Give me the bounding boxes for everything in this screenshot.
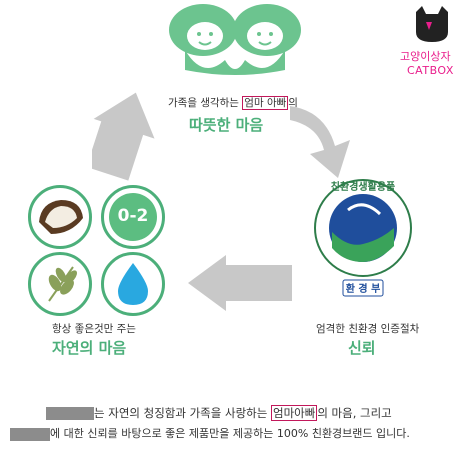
logo-name-english: CATBOX — [407, 64, 454, 77]
arrow-left-up-icon — [92, 92, 155, 181]
twin-babies-icon — [169, 4, 301, 75]
seal-top-text: 친환경생활용품 — [331, 180, 395, 193]
water-drop-icon — [101, 252, 165, 316]
redacted-brand-name-2 — [10, 427, 50, 441]
bottom-line1-highlight: 엄마아빠 — [270, 405, 318, 421]
bottom-line1-b: 의 마음, 그리고 — [317, 406, 392, 420]
badge-text: 0-2 — [117, 206, 149, 226]
top-caption-prefix: 가족을 생각하는 — [168, 97, 243, 109]
badge-fill — [109, 193, 157, 241]
logo-name-korean: 고양이상자 — [400, 50, 451, 63]
left-title: 자연의 마음 — [52, 339, 127, 357]
age-0-2-badge-icon: 0-2 — [101, 185, 165, 249]
bottom-line1-a: 는 자연의 청징함과 가족을 사랑하는 — [94, 406, 271, 420]
arrow-top-right-icon — [290, 106, 350, 178]
right-title: 신뢰 — [348, 339, 376, 357]
eco-certification-seal-icon: 친환경생활용품 환 경 부 — [314, 179, 412, 297]
cat-face-icon — [416, 6, 448, 42]
top-caption-highlight: 엄마 아빠 — [242, 96, 289, 110]
top-title: 따뜻한 마음 — [189, 116, 264, 134]
top-caption-suffix: 의 — [288, 97, 298, 109]
leaf-branch-icon — [28, 252, 92, 316]
redacted-brand-name — [46, 407, 94, 420]
bottom-line-2: 에 대한 신뢰를 바탕으로 좋은 제품만을 제공하는 100% 친환경브랜드 입… — [10, 425, 410, 441]
catbox-logo: 고양이상자 CATBOX — [400, 4, 464, 78]
seal-bottom-text: 환 경 부 — [346, 282, 381, 295]
coconut-icon — [28, 185, 92, 249]
right-caption: 엄격한 친환경 인증절차 — [316, 323, 420, 335]
bottom-line2: 에 대한 신뢰를 바탕으로 좋은 제품만을 제공하는 100% 친환경브랜드 입… — [50, 427, 410, 440]
left-caption: 항상 좋은것만 주는 — [52, 323, 136, 335]
arrow-bottom-left-icon — [188, 255, 292, 311]
